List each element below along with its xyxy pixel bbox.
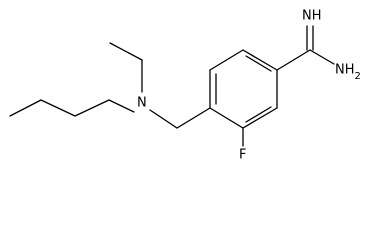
bond-butyl-1 [9,99,42,117]
molecule-diagram: NH NH2 N F [9,9,361,163]
atom-amine-subscript: 2 [355,71,361,82]
atom-fluorine-label: F [239,148,246,163]
ring-bond-5 [242,107,278,129]
bond-amidine-amine [309,49,335,65]
bond-butyl-4 [108,99,135,113]
ring-bond-6 [209,107,244,129]
bond-n-ethyl-2 [109,42,143,61]
bond-butyl-2 [40,99,76,117]
bond-ch2-ring [176,107,211,129]
ring-bond-2 [209,49,244,71]
ring-bond-3 [242,49,278,71]
ring-double-2 [245,55,272,72]
bond-ring-amidine [276,49,311,71]
atom-imine-label: NH [302,9,322,24]
ring-double-3 [245,106,272,123]
bond-butyl-3 [74,99,110,117]
atom-amine-label: NH2 [335,63,361,82]
bond-n-ch2 [149,109,178,129]
atom-nitrogen-label: N [137,96,147,111]
